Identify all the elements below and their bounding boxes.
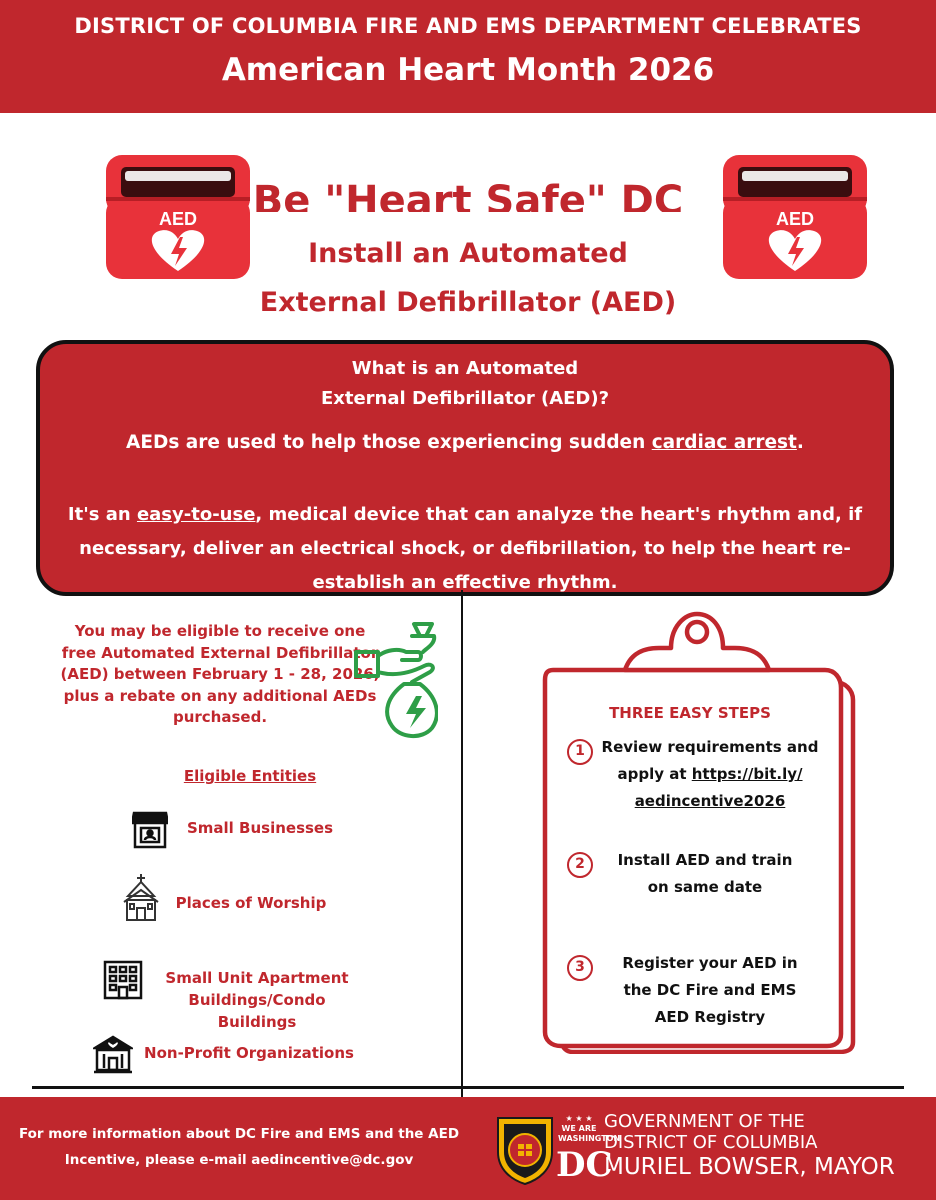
column-divider: [461, 590, 463, 1110]
gov-line-1: GOVERNMENT OF THE: [604, 1111, 805, 1132]
step-2-number: 2: [567, 852, 593, 878]
step-2-text: Install AED and train on same date: [617, 851, 793, 896]
step-1-number: 1: [567, 739, 593, 765]
step-1-text: Review requirements and apply at https:/…: [598, 734, 822, 815]
section-divider: [32, 1086, 904, 1089]
info-text: , medical device that can analyze the he…: [79, 504, 863, 593]
church-icon: [123, 874, 159, 921]
eligibility-text: You may be eligible to receive one free …: [60, 622, 380, 726]
apartment-building-icon: [103, 960, 143, 1000]
footer-banner: For more information about DC Fire and E…: [0, 1097, 936, 1200]
storefront-icon: [132, 811, 168, 849]
aed-label: AED: [159, 209, 197, 229]
info-text: AEDs are used to help those experiencing…: [126, 432, 652, 453]
question-line-2: External Defibrillator (AED)?: [320, 388, 610, 409]
apply-link[interactable]: https://bit.ly/ aedincentive2026: [634, 765, 803, 810]
eligible-entities-heading: Eligible Entities: [183, 767, 317, 785]
we-are-washington-text: ★ ★ ★ WE ARE WASHINGTON: [558, 1114, 621, 1143]
mayor-name: MURIEL BOWSER, MAYOR: [604, 1154, 895, 1180]
info-paragraph-1: AEDs are used to help those experiencing…: [40, 432, 890, 453]
contact-info: For more information about DC Fire and E…: [18, 1126, 460, 1168]
step-1-instructions: Review requirements and apply at: [601, 738, 819, 783]
entity-label: Non-Profit Organizations: [144, 1044, 354, 1062]
cardiac-arrest-link[interactable]: cardiac arrest: [651, 432, 797, 453]
step-3-number: 3: [567, 955, 593, 981]
entity-label: Places of Worship: [175, 894, 327, 912]
header-line-2: American Heart Month 2026: [221, 52, 715, 88]
entity-label: Small Unit Apartment Buildings/Condo Bui…: [165, 969, 349, 1031]
money-bag-hand-icon: [354, 622, 438, 738]
question-line-1: What is an Automated: [351, 358, 579, 379]
aed-info-box: What is an Automated External Defibrilla…: [36, 340, 894, 596]
dc-logo: DC: [556, 1145, 613, 1185]
aed-label: AED: [776, 209, 814, 229]
aed-device-icon: AED: [723, 155, 867, 279]
steps-heading: THREE EASY STEPS: [609, 704, 771, 722]
easy-to-use-link[interactable]: easy-to-use: [136, 504, 256, 525]
clipboard-graphic: [542, 611, 856, 1054]
page-title: Be "Heart Safe" DC: [252, 178, 684, 212]
header-banner: DISTRICT OF COLUMBIA FIRE AND EMS DEPART…: [0, 0, 936, 113]
entity-label: Small Businesses: [186, 819, 334, 837]
aed-device-icon: AED: [106, 155, 250, 279]
info-text: .: [796, 432, 804, 453]
info-paragraph-2: It's an easy-to-use, medical device that…: [50, 498, 880, 600]
header-line-1: DISTRICT OF COLUMBIA FIRE AND EMS DEPART…: [74, 14, 862, 38]
gov-line-2: DISTRICT OF COLUMBIA: [604, 1132, 818, 1153]
nonprofit-building-icon: [93, 1035, 133, 1074]
step-3-text: Register your AED in the DC Fire and EMS…: [622, 954, 798, 1026]
government-wordmark: GOVERNMENT OF THE DISTRICT OF COLUMBIA M…: [604, 1111, 914, 1182]
subtitle-line-2: External Defibrillator (AED): [259, 287, 677, 318]
fire-ems-badge-logo: [497, 1117, 553, 1186]
info-text: It's an: [67, 504, 137, 525]
subtitle-line-1: Install an Automated: [308, 238, 628, 269]
